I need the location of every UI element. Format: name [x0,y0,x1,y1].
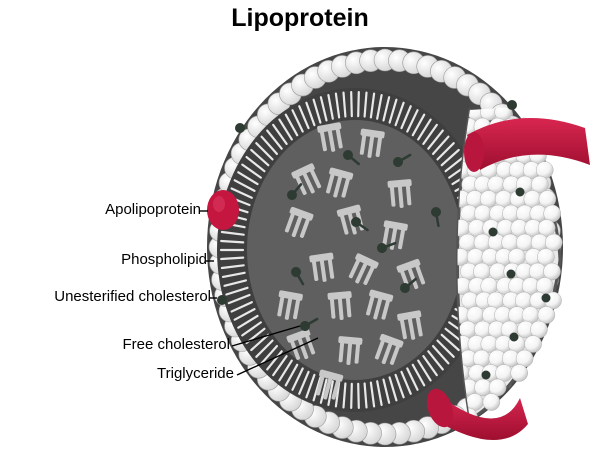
apolipoprotein-ribbon-bottom [426,388,528,441]
leader-triglyceride [236,337,319,376]
label-free-cholesterol: Free cholesterol [122,336,230,353]
label-triglyceride: Triglyceride [157,365,234,382]
free-cholesterol-group [287,150,441,331]
diagram-title: Lipoprotein [231,4,369,32]
label-phospholipid: Phospholipid [121,251,207,268]
surface-cholesterol-dot [235,123,245,133]
triglyceride-group [277,122,426,400]
label-unesterified-cholesterol: Unesterified cholesterol [54,288,211,305]
apolipoprotein-left [207,190,239,230]
label-leader-lines [200,210,319,376]
unesterified-cholesterol-dot [217,295,227,305]
apolipoprotein-ribbon-top [464,118,590,172]
leader-free-cholesterol [231,325,301,347]
label-apolipoprotein: Apolipoprotein [105,201,201,218]
